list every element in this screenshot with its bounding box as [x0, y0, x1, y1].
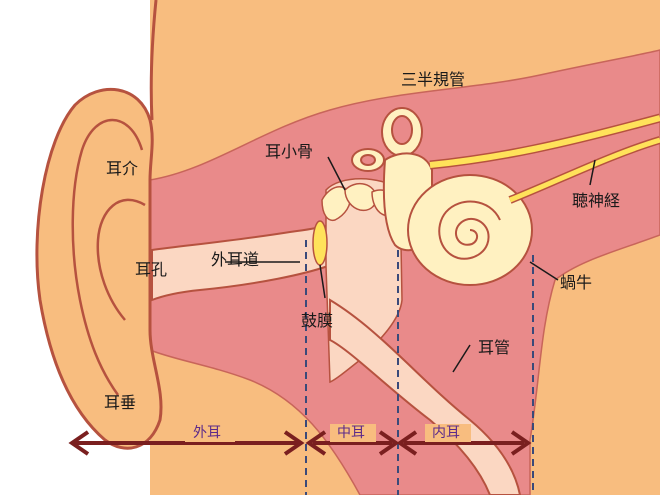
label-cochlea: 蝸牛 — [560, 273, 593, 292]
inner-ear-label-bg — [425, 424, 471, 442]
section-dividers — [305, 240, 534, 495]
head-outline — [149, 0, 158, 121]
label-ear-canal: 外耳道 — [211, 250, 260, 269]
label-ear-hole: 耳孔 — [135, 260, 168, 279]
label-ossicles: 耳小骨 — [265, 142, 314, 161]
pinna-inner-fold — [71, 118, 144, 396]
label-earlobe: 耳垂 — [104, 393, 137, 412]
label-auditory-nerve: 聴神経 — [572, 191, 621, 210]
section-outer-ear: 外耳 — [193, 425, 221, 441]
semicircular-canals-shape — [351, 107, 423, 172]
eardrum-shape — [312, 220, 328, 266]
leader-lines — [225, 156, 596, 373]
section-middle-ear: 中耳 — [337, 425, 365, 441]
middle-ear-label-bg — [330, 424, 376, 442]
label-semicircular-canals: 三半規管 — [401, 70, 466, 89]
outer-ear-label-bg — [185, 424, 235, 442]
label-eardrum: 鼓膜 — [301, 311, 334, 330]
label-eustachian-tube: 耳管 — [478, 338, 511, 357]
pinna-antihelix — [96, 198, 146, 321]
tissue-band — [149, 49, 660, 495]
cochlea-shape — [407, 174, 533, 286]
section-inner-ear: 内耳 — [432, 425, 460, 441]
section-arrows — [68, 430, 532, 456]
label-pinna: 耳介 — [106, 159, 139, 178]
eustachian-tube-shape — [329, 298, 522, 495]
